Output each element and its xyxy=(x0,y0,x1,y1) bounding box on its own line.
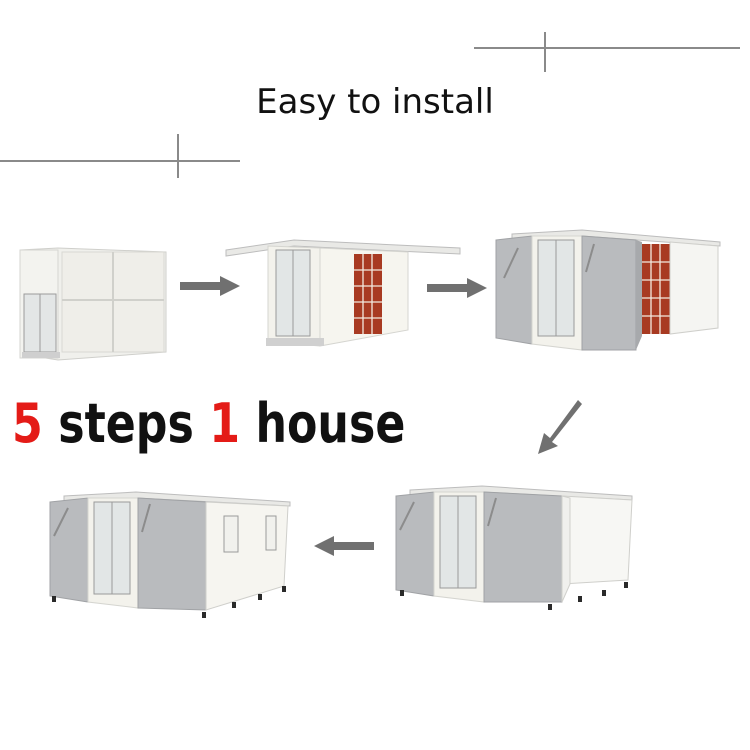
house-step-3 xyxy=(495,229,721,351)
house-step-5 xyxy=(49,491,291,618)
arrow-right-2 xyxy=(427,278,487,298)
house-step-1 xyxy=(19,247,167,361)
arrow-left xyxy=(314,536,374,556)
arrow-down-left xyxy=(538,400,582,454)
decorative-line-mid-left xyxy=(0,134,240,178)
arrow-right-1 xyxy=(180,276,240,296)
page-title: Easy to install xyxy=(256,82,494,122)
headline-5-steps-1-house: 5 steps 1 house xyxy=(12,392,406,455)
decorative-line-top-right xyxy=(474,32,740,72)
house-step-2 xyxy=(225,239,461,347)
house-step-4 xyxy=(395,485,633,610)
